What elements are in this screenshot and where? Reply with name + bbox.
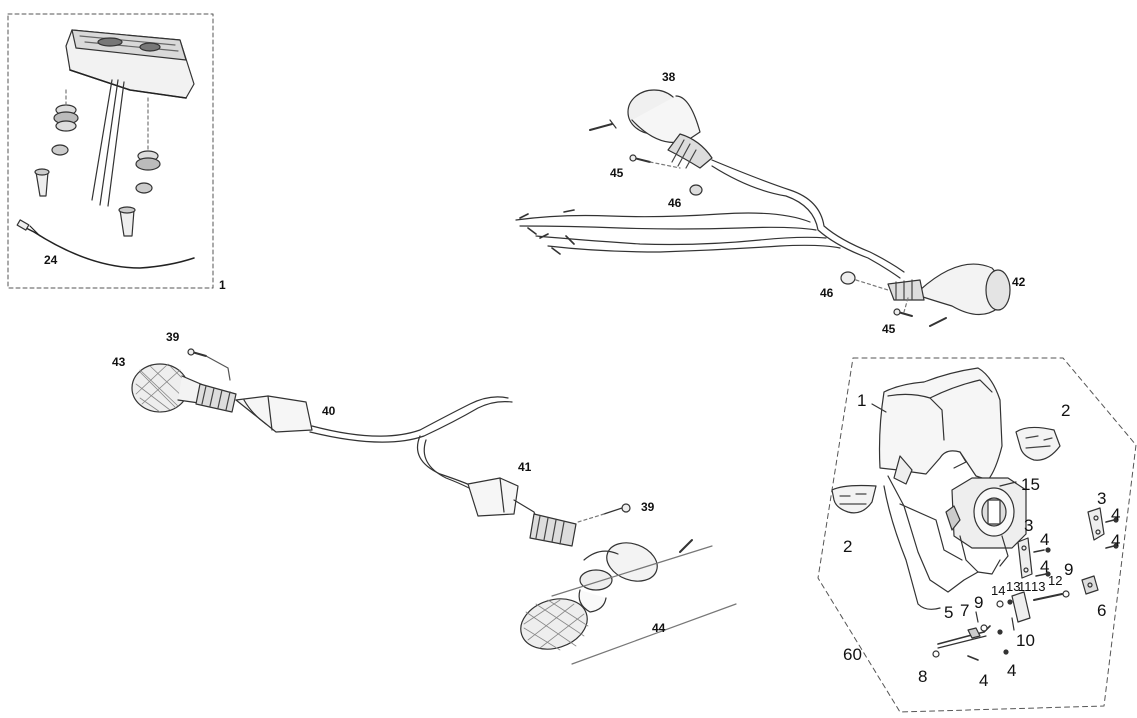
callout-38: 38: [662, 70, 676, 84]
callout-13-b: 13: [1031, 579, 1046, 594]
callout-4-d: 4: [1040, 557, 1050, 576]
callout-42: 42: [1012, 275, 1026, 289]
callout-9-right: 9: [1064, 560, 1074, 579]
callout-10: 10: [1016, 631, 1035, 650]
callout-2-left: 2: [843, 537, 853, 556]
callout-2-right: 2: [1061, 401, 1071, 420]
callout-7: 7: [960, 601, 970, 620]
callout-5: 5: [944, 603, 954, 622]
callout-4-a: 4: [1111, 505, 1121, 524]
callout-39-left: 39: [166, 330, 180, 344]
callout-4-b: 4: [1111, 531, 1121, 550]
callout-3-right: 3: [1097, 489, 1107, 508]
callout-45-top: 45: [610, 166, 624, 180]
callout-14: 14: [991, 583, 1006, 598]
inset-panel: [7, 13, 214, 289]
inset-number: 1: [219, 278, 226, 292]
callout-24: 24: [44, 253, 58, 267]
callout-46-bottom: 46: [820, 286, 834, 300]
callout-6: 6: [1097, 601, 1107, 620]
callout-13-a: 13: [1006, 579, 1021, 594]
callout-1: 1: [857, 391, 867, 410]
callout-15: 15: [1021, 475, 1040, 494]
callout-60: 60: [843, 645, 862, 664]
callout-46-top: 46: [668, 196, 682, 210]
callout-8: 8: [918, 667, 928, 686]
front-indicators: [131, 348, 737, 665]
callout-44: 44: [652, 621, 666, 635]
callout-41: 41: [518, 460, 532, 474]
callout-11: 11: [1018, 579, 1032, 594]
callout-4-c: 4: [1040, 530, 1050, 549]
callout-4-e: 4: [1007, 661, 1017, 680]
callout-12: 12: [1048, 573, 1063, 588]
callout-45-bottom: 45: [882, 322, 896, 336]
callout-39-right: 39: [641, 500, 655, 514]
callout-40: 40: [322, 404, 336, 418]
callout-9-left: 9: [974, 593, 984, 612]
rear-indicators: [515, 89, 1011, 327]
callout-4-f: 4: [979, 671, 989, 690]
callout-43: 43: [112, 355, 126, 369]
callout-3-middle: 3: [1024, 516, 1034, 535]
headlight-assembly: [817, 357, 1137, 713]
